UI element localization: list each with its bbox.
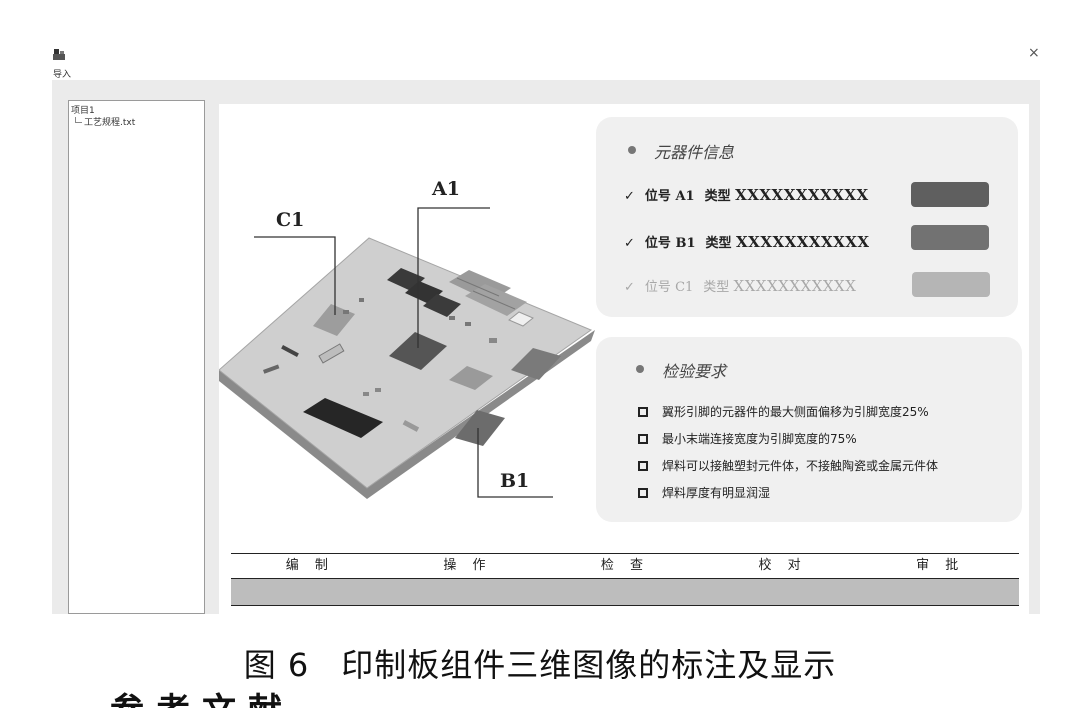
- signoff-header-prepared: 编 制: [285, 558, 334, 573]
- figure-caption: 图 6 印制板组件三维图像的标注及显示: [0, 640, 1080, 686]
- tree-branch-icon: [75, 117, 82, 123]
- pcb-chip-a1: [389, 332, 447, 370]
- figure-number: 图 6: [243, 646, 310, 684]
- component-info-bullet: [628, 146, 636, 154]
- check-icon: ✓: [624, 280, 635, 295]
- tree-node-file[interactable]: 工艺规程.txt: [75, 115, 135, 128]
- callout-line-a1: [417, 207, 490, 348]
- callout-line-b1: [477, 428, 553, 498]
- close-button[interactable]: ×: [1028, 45, 1040, 61]
- checkbox-icon[interactable]: [638, 461, 648, 471]
- tree-node-project[interactable]: 项目1: [71, 106, 95, 116]
- component-color-swatch-a1[interactable]: [911, 182, 989, 207]
- project-tree-panel: 项目1 工艺规程.txt: [68, 100, 205, 614]
- signoff-header-approve: 审 批: [916, 558, 965, 573]
- inspection-item-2[interactable]: 最小末端连接宽度为引脚宽度的75%: [638, 430, 857, 447]
- pcb-chip-large-dark: [303, 398, 383, 438]
- inspection-item-1[interactable]: 翼形引脚的元器件的最大侧面偏移为引脚宽度25%: [638, 403, 929, 420]
- pcb-chip-mid: [449, 366, 493, 390]
- signoff-header-operation: 操 作: [443, 558, 492, 573]
- checkbox-icon[interactable]: [638, 407, 648, 417]
- inspection-title: 检验要求: [662, 362, 727, 381]
- pcb-chip-dark-3: [423, 294, 461, 317]
- inspection-item-3[interactable]: 焊料可以接触塑封元件体，不接触陶瓷或金属元件体: [638, 457, 938, 474]
- callout-label-a1: A1: [432, 178, 460, 200]
- figure-caption-text: 印制板组件三维图像的标注及显示: [341, 646, 837, 684]
- pcb-board-edge: [219, 330, 595, 499]
- signoff-table-header: 编 制 操 作 检 查 校 对 审 批: [231, 553, 1019, 579]
- signoff-header-inspect: 检 查: [600, 558, 650, 573]
- pcb-3d-view[interactable]: [219, 170, 599, 500]
- checkbox-icon[interactable]: [638, 488, 648, 498]
- signoff-header-proofread: 校 对: [758, 558, 807, 573]
- pcb-chip-b1: [455, 410, 505, 446]
- checkbox-icon[interactable]: [638, 434, 648, 444]
- tree-node-file-label: 工艺规程.txt: [84, 118, 136, 128]
- callout-label-b1: B1: [500, 470, 530, 492]
- pcb-chip-right: [511, 348, 561, 380]
- signoff-table-input-row[interactable]: [231, 579, 1019, 606]
- inspection-card: 检验要求 翼形引脚的元器件的最大侧面偏移为引脚宽度25% 最小末端连接宽度为引脚…: [596, 337, 1022, 522]
- callout-label-c1: C1: [276, 209, 305, 231]
- inspection-item-4[interactable]: 焊料厚度有明显润湿: [638, 484, 770, 501]
- component-color-swatch-b1[interactable]: [911, 225, 989, 250]
- next-section-heading: 参考文献: [110, 694, 294, 708]
- callout-line-c1: [254, 236, 336, 315]
- inspection-bullet: [636, 365, 644, 373]
- component-info-title: 元器件信息: [654, 143, 735, 162]
- signoff-table: 编 制 操 作 检 查 校 对 审 批: [231, 553, 1019, 606]
- check-icon: ✓: [624, 236, 635, 251]
- check-icon: ✓: [624, 189, 635, 204]
- import-button-label[interactable]: 导入: [53, 70, 72, 80]
- pcb-connector-white: [508, 311, 534, 327]
- component-color-swatch-c1[interactable]: [912, 272, 990, 297]
- import-icon[interactable]: [52, 48, 66, 62]
